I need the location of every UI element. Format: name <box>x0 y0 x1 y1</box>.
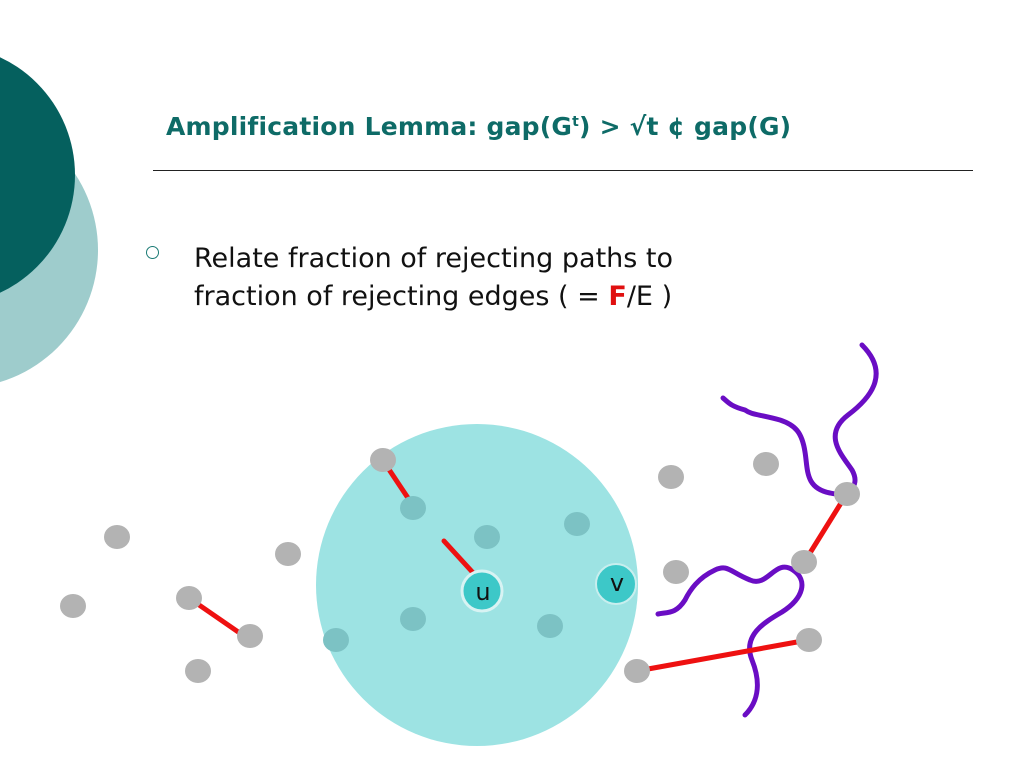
vertex-u-label: u <box>475 578 490 606</box>
vertex <box>275 542 301 566</box>
vertex <box>663 560 689 584</box>
vertex <box>624 659 650 683</box>
vertex <box>104 525 130 549</box>
rejecting-edge-5 <box>634 637 811 674</box>
bullet-line-2: fraction of rejecting edges ( = F/E ) <box>194 278 673 316</box>
slide-title: Amplification Lemma: gap(Gt) > √t ¢ gap(… <box>166 112 791 141</box>
vertex-v-label: v <box>610 569 624 597</box>
title-divider <box>153 170 973 171</box>
random-walk-path-1 <box>720 342 879 497</box>
vertex <box>370 448 396 472</box>
vertex-u-marker <box>460 569 504 613</box>
bullet-text: Relate fraction of rejecting paths to fr… <box>194 240 673 316</box>
rejecting-edge-4 <box>802 492 849 564</box>
vertex <box>564 512 590 536</box>
rejecting-edge-2 <box>441 538 479 579</box>
neighborhood-vertices <box>323 496 590 652</box>
outside-vertices <box>60 448 860 683</box>
vertex <box>400 496 426 520</box>
vertex <box>185 659 211 683</box>
vertex <box>796 628 822 652</box>
bullet-line-1: Relate fraction of rejecting paths to <box>194 243 674 274</box>
vertex <box>474 525 500 549</box>
title-superscript: t <box>572 114 580 130</box>
bullet-line-2-before: fraction of rejecting edges ( = <box>194 281 609 312</box>
bullet-circle-icon <box>146 246 159 259</box>
vertex-v-marker <box>595 563 637 605</box>
bullet-line-2-after: /E ) <box>626 281 673 312</box>
vertex <box>658 465 684 489</box>
vertex <box>537 614 563 638</box>
deco-circle-dark <box>0 57 75 293</box>
vertex-u: u <box>460 569 504 613</box>
title-suffix: ) > √t ¢ gap(G) <box>579 112 792 141</box>
title-prefix: Amplification Lemma: gap(G <box>166 112 573 141</box>
vertex <box>237 624 263 648</box>
vertex <box>834 482 860 506</box>
vertex <box>791 550 817 574</box>
vertex <box>323 628 349 652</box>
vertex <box>60 594 86 618</box>
bullet-emphasis-f: F <box>608 281 627 312</box>
vertex <box>400 607 426 631</box>
vertex <box>753 452 779 476</box>
random-walk-path-2 <box>655 564 805 718</box>
vertex-v: v <box>595 563 637 605</box>
vertex <box>176 586 202 610</box>
